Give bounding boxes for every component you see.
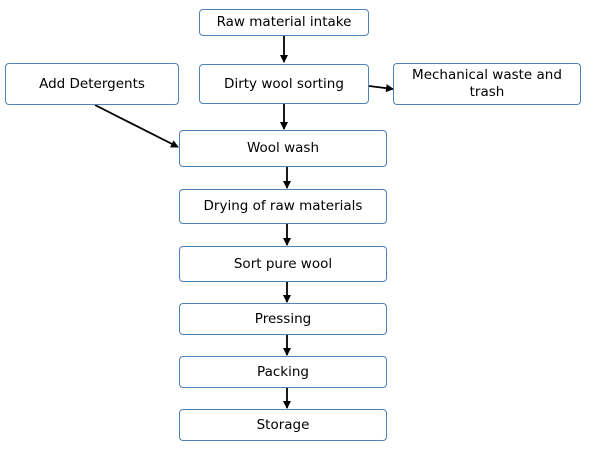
node-pressing: Pressing <box>179 303 387 335</box>
node-mechanical-waste: Mechanical waste and trash <box>393 63 581 105</box>
node-packing: Packing <box>179 356 387 388</box>
arrow-detergents-to-wash <box>94 104 179 148</box>
node-wool-wash: Wool wash <box>179 130 387 167</box>
node-sort-pure-wool: Sort pure wool <box>179 246 387 282</box>
node-drying: Drying of raw materials <box>179 189 387 224</box>
node-raw-material-intake: Raw material intake <box>199 9 369 36</box>
arrow-sorting-to-waste <box>368 84 394 93</box>
node-dirty-wool-sorting: Dirty wool sorting <box>199 64 369 104</box>
node-add-detergents: Add Detergents <box>5 63 179 105</box>
node-storage: Storage <box>179 409 387 441</box>
